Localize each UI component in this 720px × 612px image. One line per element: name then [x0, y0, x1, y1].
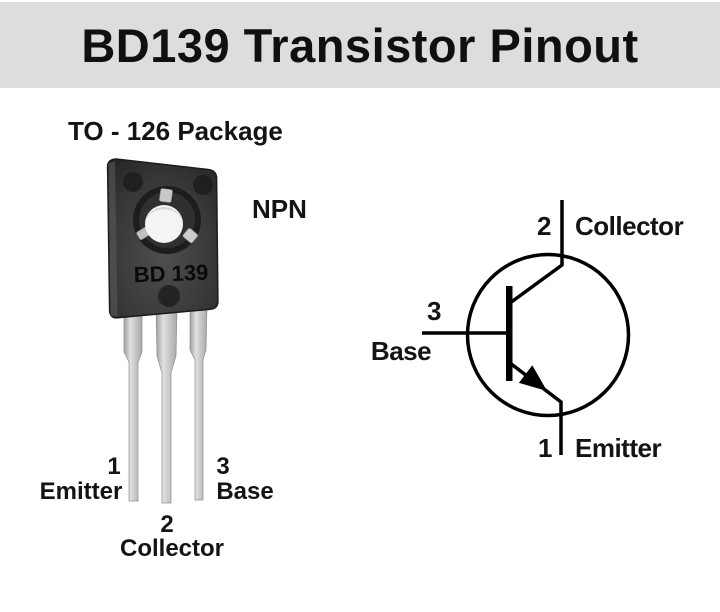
symbol-collector-label: Collector	[575, 211, 684, 241]
pin2-name-label: Collector	[120, 535, 224, 562]
package-dimple-top-left	[123, 172, 143, 192]
ring-chip-top	[159, 188, 173, 203]
symbol-collector-wire	[508, 200, 564, 305]
symbol-collector-number: 2	[537, 211, 551, 241]
ring-chip-right	[182, 228, 198, 244]
pin3-number-label: 3	[216, 453, 229, 480]
page-title: BD139 Transistor Pinout	[81, 18, 639, 72]
pin2-number-label: 2	[160, 511, 173, 538]
pin1-number-label: 1	[107, 453, 120, 480]
title-banner: BD139 Transistor Pinout	[0, 2, 720, 88]
symbol-base-number: 3	[427, 296, 441, 326]
lead-base-pin3	[189, 305, 208, 501]
symbol-base-label: Base	[371, 336, 431, 366]
symbol-base-bar	[506, 286, 513, 381]
pin1-name-label: Emitter	[40, 478, 123, 505]
npn-label: NPN	[252, 194, 307, 224]
transistor-symbol	[422, 200, 631, 455]
package-dimple-bottom	[158, 285, 180, 307]
pin3-name-label: Base	[216, 478, 273, 505]
package-type-label: TO - 126 Package	[68, 116, 283, 146]
mounting-hole	[145, 205, 183, 243]
symbol-emitter-label: Emitter	[575, 433, 661, 463]
lead-collector-pin2	[155, 307, 178, 504]
symbol-emitter-number: 1	[538, 433, 552, 463]
package-photo: BD 139	[106, 158, 219, 504]
package-dimple-top-right	[193, 175, 213, 195]
lead-emitter-pin1	[123, 306, 143, 502]
mounting-hole-shadow	[146, 207, 182, 220]
symbol-emitter-arrow	[518, 365, 547, 391]
part-marking: BD 139	[133, 260, 208, 288]
package-body-edge-highlight	[108, 161, 118, 317]
